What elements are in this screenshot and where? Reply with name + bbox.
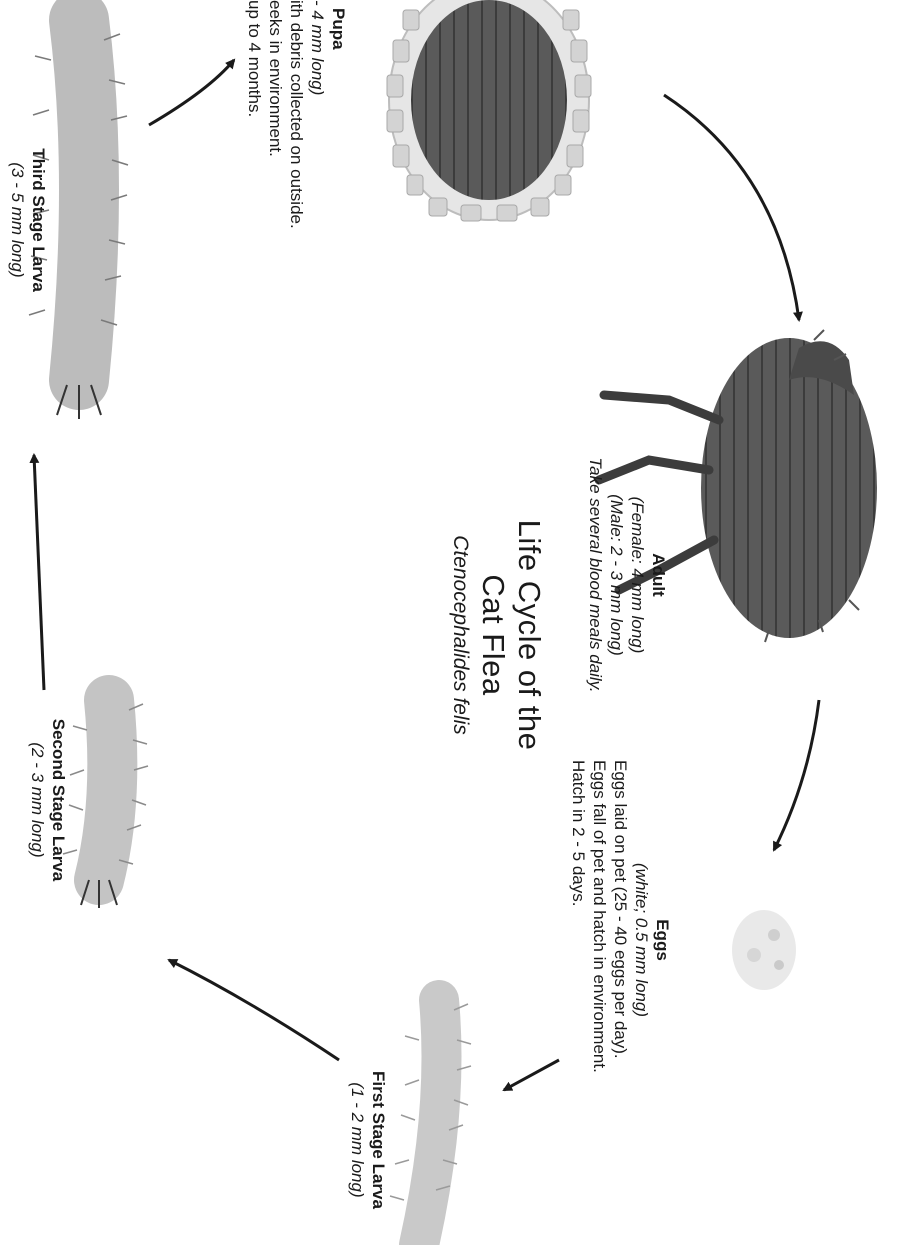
arrow-first-to-second-larva [169,960,339,1060]
pupa-illustration [387,0,591,221]
title-block: Life Cycle of the Cat Flea Ctenocephalid… [447,505,547,765]
title-line-1: Life Cycle of the [512,520,547,751]
diagram-title: Life Cycle of the Cat Flea [475,505,547,765]
second-larva-label: Second Stage Larva (2 - 3 mm long) [27,690,69,910]
pupa-line-3: up to 4 months. [244,0,265,360]
arrow-second-to-third-larva [34,455,44,690]
second-larva-name: Second Stage Larva [48,690,69,910]
first-larva-size: (1 - 2 mm long) [347,1040,368,1240]
arrow-eggs-to-first-larva [504,1060,559,1090]
third-larva-label: Third Stage Larva (3 - 5 mm long) [7,110,49,330]
arrow-third-larva-to-pupa [149,60,234,125]
eggs-line-2: Eggs fall of pet and hatch in environmen… [589,760,610,1120]
second-larva-illustration [63,700,148,908]
third-larva-size: (3 - 5 mm long) [7,110,28,330]
arrow-pupa-to-adult [664,95,799,320]
eggs-line-3: Hatch in 2 - 5 days. [568,760,589,1120]
eggs-name: Eggs [652,760,673,1120]
second-larva-size: (2 - 3 mm long) [27,690,48,910]
eggs-illustration [732,910,796,990]
eggs-label: Eggs (white; 0.5 mm long) Eggs laid on p… [568,760,673,1120]
adult-note: Take several blood meals daily. [585,410,606,740]
adult-size-female: (Female: 4 mm long) [627,410,648,740]
eggs-line-1: Eggs laid on pet (25 - 40 eggs per day). [610,760,631,1120]
adult-label: Adult (Female: 4 mm long) (Male: 2 - 3 m… [585,410,669,740]
pupa-name: Pupa [328,0,349,360]
first-larva-illustration [390,1000,471,1245]
pupa-line-2: eeks in environment. [265,0,286,360]
species-name: Ctenocephalides felis [447,505,473,765]
cycle-arrows [34,60,819,1090]
adult-size-male: (Male: 2 - 3 mm long) [606,410,627,740]
pupa-label: Pupa - 4 mm long) ith debris collected o… [244,0,349,360]
eggs-size: (white; 0.5 mm long) [631,760,652,1120]
adult-name: Adult [648,410,669,740]
third-larva-name: Third Stage Larva [28,110,49,330]
title-line-2: Cat Flea [476,574,511,695]
first-larva-label: First Stage Larva (1 - 2 mm long) [347,1040,389,1240]
first-larva-name: First Stage Larva [368,1040,389,1240]
arrow-adult-to-eggs [774,700,819,850]
pupa-size: - 4 mm long) [307,0,328,360]
pupa-line-1: ith debris collected on outside. [286,0,307,360]
